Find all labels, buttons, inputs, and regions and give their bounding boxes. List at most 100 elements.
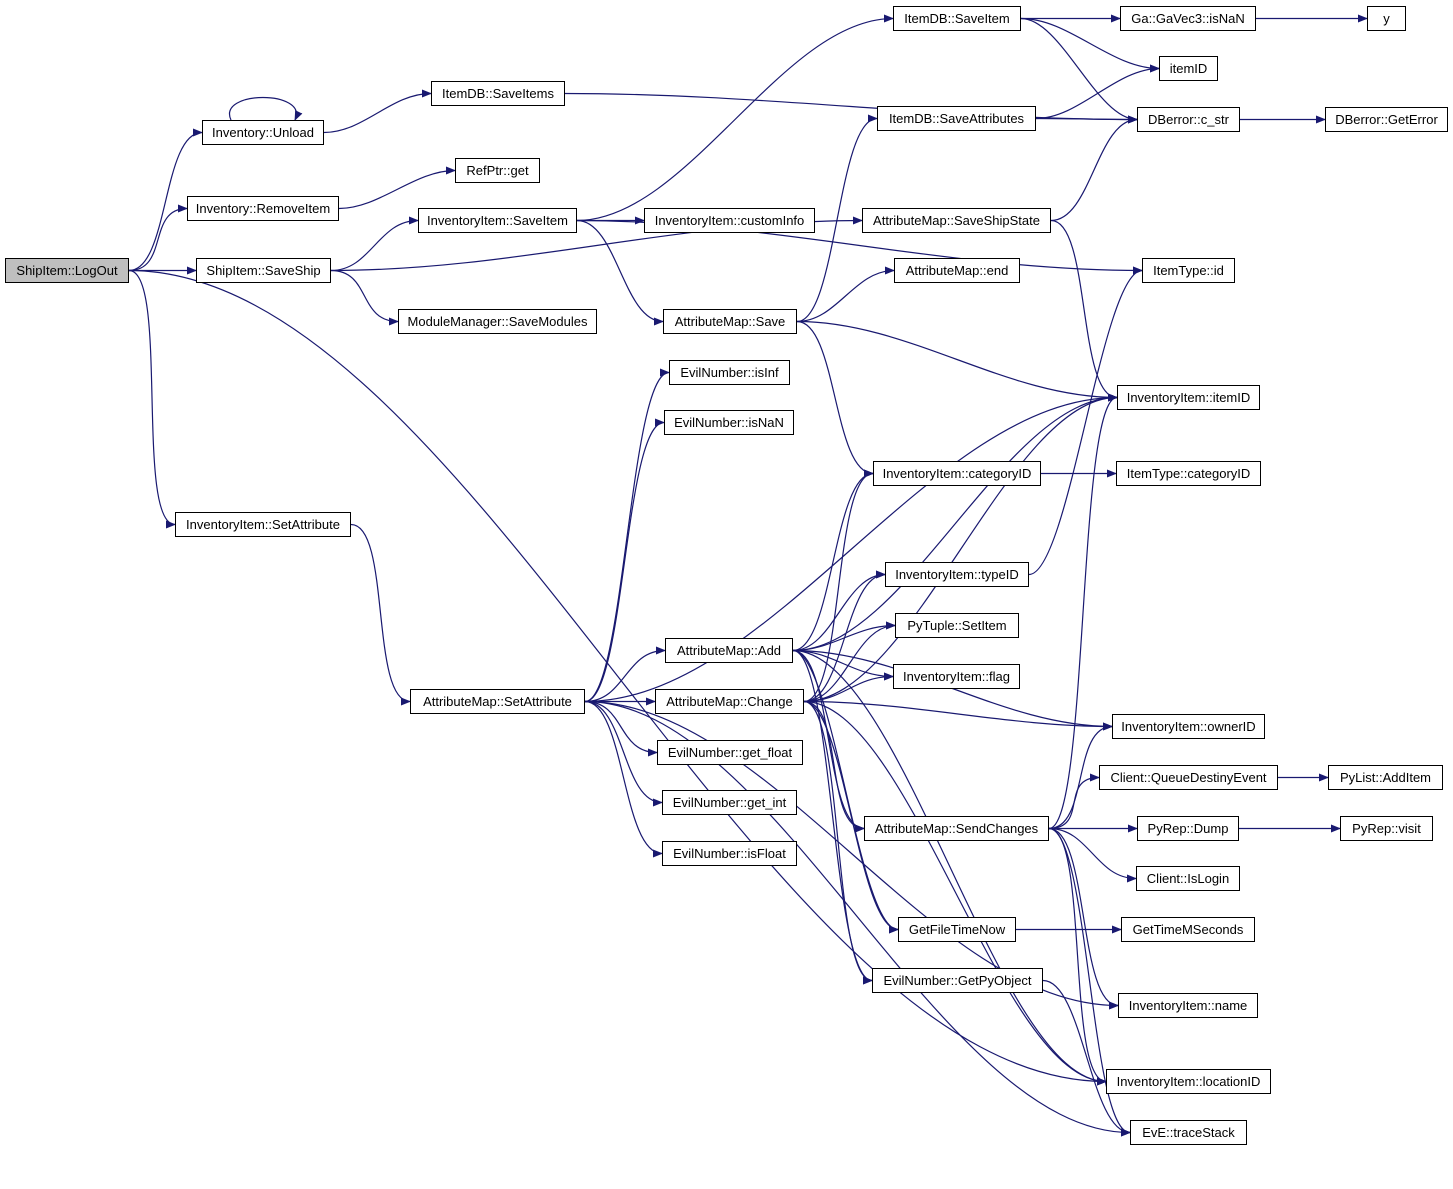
node-attrmap-end[interactable]: AttributeMap::end [894, 258, 1020, 283]
node-invitem-custominfo[interactable]: InventoryItem::customInfo [644, 208, 815, 233]
edge-attrmap_sendchanges-to-client_queuedestinyevent [1048, 773, 1100, 830]
edge-attrmap_change-to-pytuple_setitem [803, 621, 896, 703]
node-invitem-locationid[interactable]: InventoryItem::locationID [1106, 1069, 1271, 1094]
edge-inv_unload-to-itemdb_saveitems [323, 89, 432, 134]
edge-attrmap_sendchanges-to-eve_tracestack [1048, 827, 1131, 1137]
edge-attrmap_save-to-invitem_categoryid [796, 320, 874, 478]
edge-itemdb_saveitem-to-itemid [1020, 17, 1160, 73]
node-inv-unload[interactable]: Inventory::Unload [202, 120, 324, 145]
node-pylist-additem[interactable]: PyList::AddItem [1328, 765, 1443, 790]
edge-attrmap_add-to-invitem_categoryid [792, 469, 874, 652]
edge-attrmap_add-to-attrmap_sendchanges [792, 649, 865, 833]
edge-shipitem_saveship-to-modulemanager_savemodules [330, 269, 399, 326]
edge-attrmap_saveshipstate-to-invitem_itemid [1050, 219, 1118, 402]
node-pytuple-setitem[interactable]: PyTuple::SetItem [895, 613, 1019, 638]
edge-attrmap_sendchanges-to-invitem_itemid [1048, 393, 1118, 830]
node-attrmap-save[interactable]: AttributeMap::Save [663, 309, 797, 334]
node-attrmap-change[interactable]: AttributeMap::Change [655, 689, 804, 714]
node-attrmap-saveshipstate[interactable]: AttributeMap::SaveShipState [862, 208, 1051, 233]
node-evilnumber-isinf[interactable]: EvilNumber::isInf [669, 360, 790, 385]
edge-attrmap_setattribute-to-eve_tracestack [584, 700, 1131, 1137]
node-gettimemseconds[interactable]: GetTimeMSeconds [1121, 917, 1255, 942]
edge-shipitem_saveship-to-invitem_saveitem [330, 216, 419, 272]
edge-attrmap_add-to-invitem_itemid [792, 393, 1118, 652]
edge-invitem_saveitem-to-attrmap_save [576, 219, 664, 326]
edge-itemdb_saveattributes-to-dberror_c_str [1035, 115, 1138, 124]
edge-attrmap_sendchanges-to-client_islogin [1048, 827, 1137, 883]
edge-attrmap_change-to-invitem_typeid [803, 570, 886, 703]
edge-attrmap_save-to-itemdb_saveattributes [796, 114, 878, 323]
edge-attrmap_setattribute-to-evilnumber_isinf [584, 368, 670, 703]
edge-attrmap_setattribute-to-evilnumber_isfloat [584, 700, 663, 858]
node-attrmap-sendchanges[interactable]: AttributeMap::SendChanges [864, 816, 1049, 841]
node-evilnumber-isfloat[interactable]: EvilNumber::isFloat [662, 841, 797, 866]
edge-attrmap_setattribute-to-evilnumber_get_int [584, 700, 663, 807]
node-eve-tracestack[interactable]: EvE::traceStack [1130, 1120, 1247, 1145]
node-root[interactable]: ShipItem::LogOut [5, 258, 129, 283]
node-evilnumber-get-int[interactable]: EvilNumber::get_int [662, 790, 797, 815]
node-shipitem-saveship[interactable]: ShipItem::SaveShip [196, 258, 331, 283]
edge-attrmap_change-to-invitem_locationid [803, 700, 1107, 1086]
edge-attrmap_save-to-invitem_itemid [796, 320, 1118, 402]
node-itemtype-id[interactable]: ItemType::id [1142, 258, 1235, 283]
node-invitem-name[interactable]: InventoryItem::name [1118, 993, 1258, 1018]
node-attrmap-add[interactable]: AttributeMap::Add [665, 638, 793, 663]
edge-attrmap_saveshipstate-to-dberror_c_str [1050, 115, 1138, 222]
edge-attrmap_add-to-getfiletimenow [792, 649, 899, 934]
edge-attrmap_sendchanges-to-invitem_ownerid [1048, 722, 1113, 830]
node-evilnumber-isnan[interactable]: EvilNumber::isNaN [664, 410, 794, 435]
node-refptr-get[interactable]: RefPtr::get [455, 158, 540, 183]
edge-attrmap_change-to-invitem_categoryid [803, 469, 874, 703]
edge-itemdb_saveitems-to-dberror_c_str [564, 92, 1138, 124]
edge-evilnumber_getpyobject-to-eve_tracestack [1042, 979, 1131, 1137]
node-client-islogin[interactable]: Client::IsLogin [1136, 866, 1240, 891]
node-invitem-categoryid[interactable]: InventoryItem::categoryID [873, 461, 1041, 486]
edge-itemdb_saveitem-to-dberror_c_str [1020, 17, 1138, 124]
edge-attrmap_change-to-evilnumber_getpyobject [803, 700, 873, 985]
edge-attrmap_setattribute-to-attrmap_add [584, 646, 666, 703]
edge-attrmap_sendchanges-to-invitem_name [1048, 827, 1119, 1010]
node-itemdb-saveitems[interactable]: ItemDB::SaveItems [431, 81, 565, 106]
node-invitem-itemid[interactable]: InventoryItem::itemID [1117, 385, 1260, 410]
edge-invitem_setattribute-to-attrmap_setattribute [350, 523, 411, 706]
node-evilnumber-get-float[interactable]: EvilNumber::get_float [657, 740, 803, 765]
node-itemtype-categoryid[interactable]: ItemType::categoryID [1116, 461, 1261, 486]
node-pyrep-dump[interactable]: PyRep::Dump [1137, 816, 1239, 841]
node-invitem-typeid[interactable]: InventoryItem::typeID [885, 562, 1029, 587]
node-inv-removeitem[interactable]: Inventory::RemoveItem [187, 196, 339, 221]
node-dberror-geterror[interactable]: DBerror::GetError [1325, 107, 1448, 132]
node-attrmap-setattribute[interactable]: AttributeMap::SetAttribute [410, 689, 585, 714]
edge-itemdb_saveattributes-to-itemid [1035, 64, 1160, 120]
edge-attrmap_change-to-invitem_ownerid [803, 700, 1113, 731]
node-itemid[interactable]: itemID [1159, 56, 1218, 81]
edge-attrmap_setattribute-to-evilnumber_get_float [584, 700, 658, 757]
edge-inv_unload-to-inv_unload [228, 97, 303, 121]
node-modulemanager-savemodules[interactable]: ModuleManager::SaveModules [398, 309, 597, 334]
edge-invitem_typeid-to-itemtype_id [1028, 266, 1143, 576]
edge-root-to-invitem_setattribute [128, 269, 176, 529]
node-invitem-ownerid[interactable]: InventoryItem::ownerID [1112, 714, 1265, 739]
node-invitem-saveitem[interactable]: InventoryItem::SaveItem [418, 208, 577, 233]
node-itemdb-saveitem[interactable]: ItemDB::SaveItem [893, 6, 1021, 31]
node-invitem-setattribute[interactable]: InventoryItem::SetAttribute [175, 512, 351, 537]
node-itemdb-saveattributes[interactable]: ItemDB::SaveAttributes [877, 106, 1036, 131]
node-client-queuedestinyevent[interactable]: Client::QueueDestinyEvent [1099, 765, 1278, 790]
node-dberror-c-str[interactable]: DBerror::c_str [1137, 107, 1240, 132]
edge-attrmap_setattribute-to-invitem_itemid [584, 393, 1118, 703]
edge-inv_removeitem-to-refptr_get [338, 166, 456, 210]
edge-attrmap_sendchanges-to-invitem_locationid [1048, 827, 1107, 1086]
node-evilnumber-getpyobject[interactable]: EvilNumber::GetPyObject [872, 968, 1043, 993]
edge-attrmap_save-to-attrmap_end [796, 266, 895, 323]
edge-root-to-invitem_locationid [128, 269, 1107, 1086]
node-gavec3-isnan[interactable]: Ga::GaVec3::isNaN [1120, 6, 1256, 31]
edge-attrmap_add-to-invitem_typeid [792, 570, 886, 652]
edge-root-to-inv_unload [128, 128, 203, 272]
edge-attrmap_change-to-invitem_flag [803, 672, 894, 703]
node-invitem-flag[interactable]: InventoryItem::flag [893, 664, 1020, 689]
edge-attrmap_change-to-attrmap_sendchanges [803, 700, 865, 833]
node-y[interactable]: y [1367, 6, 1406, 31]
edge-root-to-inv_removeitem [128, 204, 188, 272]
node-getfiletimenow[interactable]: GetFileTimeNow [898, 917, 1016, 942]
node-pyrep-visit[interactable]: PyRep::visit [1340, 816, 1433, 841]
